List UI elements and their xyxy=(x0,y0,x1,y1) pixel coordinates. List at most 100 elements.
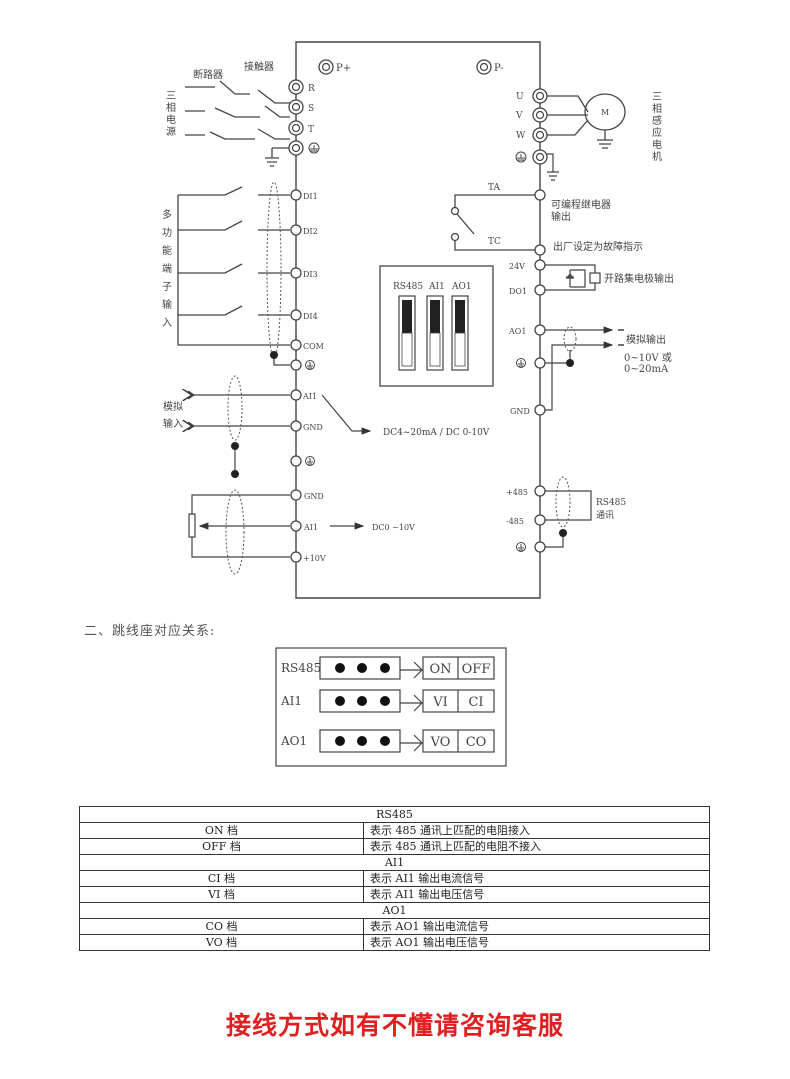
table-row: VO 档表示 AO1 输出电压信号 xyxy=(79,934,710,951)
svg-text:三: 三 xyxy=(166,91,176,102)
table-row: ON 档表示 485 通讯上匹配的电阻接入 xyxy=(79,822,710,839)
relay-wires xyxy=(450,194,535,251)
motor-caption: 三 相 感 应 电 机 xyxy=(652,92,662,163)
jumper-pin xyxy=(335,696,345,706)
breaker-label: 断路器 xyxy=(193,68,223,81)
terminal-r: R xyxy=(288,79,315,95)
analog-output-range1: 0~10V 或 xyxy=(624,352,672,364)
svg-text:GND: GND xyxy=(303,423,323,432)
shield-ellipse xyxy=(555,476,571,528)
table-section-row: AI1 xyxy=(79,854,710,871)
svg-text:DO1: DO1 xyxy=(509,287,527,296)
table-section-header: RS485 xyxy=(79,806,710,823)
ground-icon xyxy=(305,456,315,466)
table-cell-key: CI 档 xyxy=(79,870,364,887)
table-row: CO 档表示 AO1 输出电流信号 xyxy=(79,918,710,935)
dip-ao1 xyxy=(451,295,469,371)
jumper-option-right: CI xyxy=(468,695,483,710)
analog-output-wires xyxy=(545,326,624,411)
svg-text:DI4: DI4 xyxy=(303,312,318,321)
terminal-do1: DO1 xyxy=(509,284,546,296)
dip-rs485 xyxy=(398,295,416,371)
fault-caption: 出厂设定为故障指示 xyxy=(553,240,643,253)
svg-text:感: 感 xyxy=(652,114,662,127)
section-title: 二、跳线座对应关系: xyxy=(84,624,216,639)
table-row: VI 档表示 AI1 输出电压信号 xyxy=(79,886,710,903)
svg-text:多: 多 xyxy=(162,208,172,221)
table-cell-desc: 表示 485 通讯上匹配的电阻接入 xyxy=(363,822,710,839)
svg-text:DI2: DI2 xyxy=(303,227,318,236)
table-row: CI 档表示 AI1 输出电流信号 xyxy=(79,870,710,887)
shield-ground-dot xyxy=(566,359,574,367)
ground-icon xyxy=(515,151,527,163)
table-section-row: AO1 xyxy=(79,902,710,919)
jumper-option-left: VO xyxy=(430,735,451,750)
table-cell-key: CO 档 xyxy=(79,918,364,935)
terminal-s: S xyxy=(288,99,314,115)
digital-input-caption: 多 功 能 端 子 输 入 xyxy=(162,208,172,329)
terminal-u: U xyxy=(516,88,548,104)
motor-wires xyxy=(547,93,626,149)
svg-text:相: 相 xyxy=(166,101,176,114)
analog-input-range: DC4~20mA / DC 0-10V xyxy=(383,428,490,438)
table-cell-desc: 表示 AI1 输出电流信号 xyxy=(363,870,710,887)
svg-text:W: W xyxy=(516,131,526,141)
terminal-485-plus: +485 xyxy=(506,485,546,497)
rs485-caption1: RS485 xyxy=(596,498,626,508)
terminal-ta xyxy=(534,189,546,201)
p-plus-terminal: P+ xyxy=(318,59,351,75)
power-source-label: 三 相 电 源 xyxy=(166,91,176,138)
svg-text:电: 电 xyxy=(166,113,176,126)
terminal-tc xyxy=(534,244,546,256)
jumper-pin xyxy=(380,696,390,706)
relay-tc-label: TC xyxy=(488,237,501,247)
relay-caption-line1: 可编程继电器 xyxy=(551,198,611,211)
jumper-pin xyxy=(335,736,345,746)
analog-input-wires xyxy=(188,391,372,474)
jumper-pin xyxy=(380,736,390,746)
svg-text:V: V xyxy=(515,111,523,121)
svg-text:源: 源 xyxy=(166,125,176,138)
shield-ground-dot xyxy=(231,442,239,450)
terminal-v: V xyxy=(515,107,548,123)
ground-icon xyxy=(308,142,320,154)
jumper-label: RS485 xyxy=(281,661,321,675)
terminal-pe-ai xyxy=(290,455,315,467)
jumper-pin xyxy=(335,663,345,673)
rs485-wires xyxy=(545,490,592,548)
contactor-label: 接触器 xyxy=(244,60,274,73)
svg-text:RS485: RS485 xyxy=(393,282,423,292)
jumper-header xyxy=(319,729,401,753)
p-plus-label: P+ xyxy=(336,63,351,74)
svg-text:AO1: AO1 xyxy=(451,282,472,292)
jumper-option-left: ON xyxy=(429,662,451,677)
motor-label: M xyxy=(601,108,609,117)
jumper-header xyxy=(319,656,401,680)
arrow-icon xyxy=(400,734,423,752)
terminal-com: COM xyxy=(290,339,324,351)
svg-text:输: 输 xyxy=(162,298,172,311)
terminal-w: W xyxy=(516,127,548,143)
svg-text:电: 电 xyxy=(652,138,662,151)
svg-text:AI1: AI1 xyxy=(428,282,445,292)
power-input-lines xyxy=(185,80,290,167)
svg-text:端: 端 xyxy=(162,262,172,275)
jumper-pin xyxy=(357,736,367,746)
pot-input-range: DC0 ~10V xyxy=(372,523,415,532)
jumper-pin xyxy=(380,663,390,673)
jumper-label: AO1 xyxy=(280,734,307,748)
dip-ai1 xyxy=(426,295,444,371)
svg-text:机: 机 xyxy=(652,150,662,163)
jumper-option-right: CO xyxy=(466,735,487,750)
arrow-icon xyxy=(400,661,423,679)
jumper-pin xyxy=(357,663,367,673)
jumper-header xyxy=(319,689,401,713)
svg-text:S: S xyxy=(308,104,314,114)
svg-text:GND: GND xyxy=(304,492,324,501)
table-cell-key: OFF 档 xyxy=(79,838,364,855)
svg-text:AI1: AI1 xyxy=(303,523,318,532)
terminal-di3: DI3 xyxy=(290,267,318,279)
